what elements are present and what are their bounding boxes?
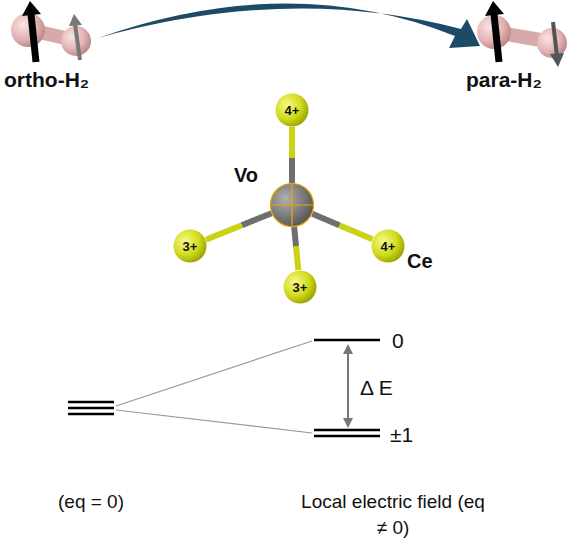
vacancy-sphere: Vo — [270, 183, 314, 227]
cerium-sphere: 3+ — [173, 229, 207, 263]
conversion-arrow — [98, 3, 480, 48]
charge-label: 3+ — [293, 280, 308, 295]
condition-label: Local electric field (eq ≠ 0) — [298, 489, 488, 540]
delta-e-arrow — [343, 344, 353, 428]
level-label: Δ E — [360, 374, 393, 402]
species-label: ortho-H₂ — [4, 66, 89, 94]
species-label: para-H₂ — [466, 66, 542, 94]
level-label: 0 — [392, 327, 404, 355]
cerium-sphere: 4+ — [275, 93, 309, 127]
atom-label: Vo — [234, 164, 258, 187]
charge-label: 3+ — [183, 239, 198, 254]
level-label: ±1 — [390, 421, 413, 449]
charge-label: 4+ — [381, 239, 396, 254]
charge-label: 4+ — [285, 103, 300, 118]
splitting-lines — [116, 341, 312, 433]
bond-line — [294, 227, 298, 270]
bond-line — [206, 213, 272, 239]
atom-label: Ce — [407, 250, 433, 273]
para-h2-molecule — [477, 1, 567, 67]
bond-line — [289, 127, 295, 183]
sphere-outline — [270, 183, 314, 227]
condition-label: (eq = 0) — [58, 489, 124, 515]
bond-line — [312, 214, 372, 240]
cerium-sphere: 3+ — [283, 270, 317, 304]
ortho-h2-molecule — [11, 1, 91, 62]
cerium-sphere: 4+Ce — [371, 229, 405, 263]
energy-levels — [68, 340, 380, 436]
